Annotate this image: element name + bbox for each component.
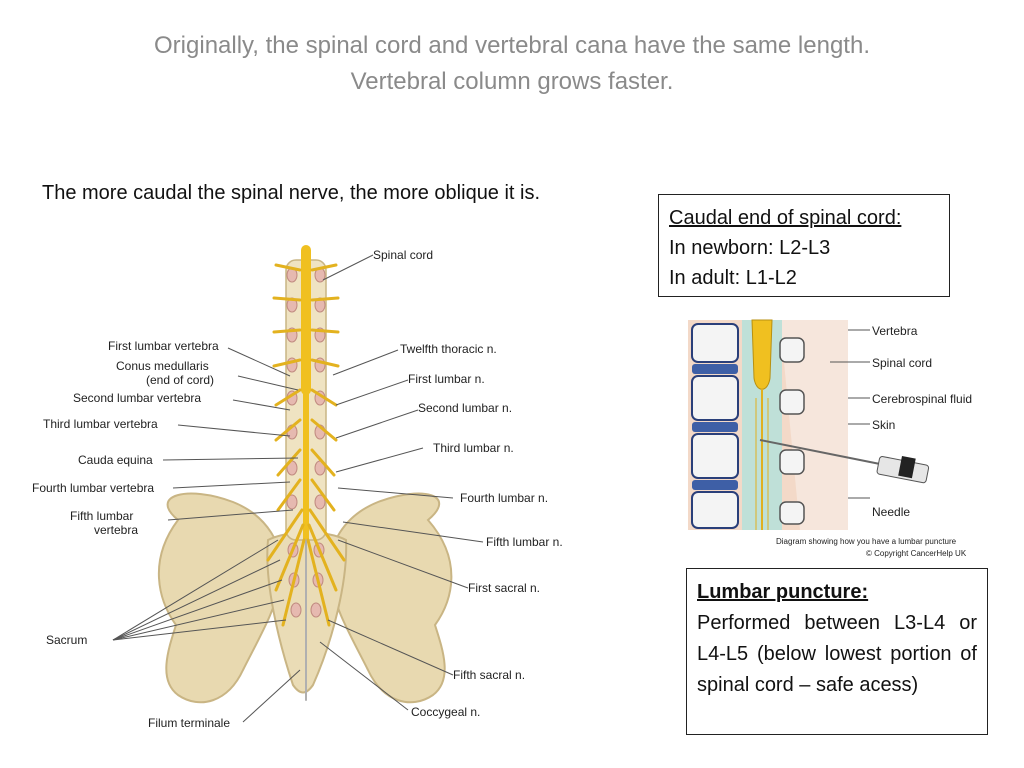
label-cauda-equina: Cauda equina <box>78 453 153 467</box>
label-fourth-lumbar-n: Fourth lumbar n. <box>460 491 548 505</box>
label-cerebrospinal-fluid: Cerebrospinal fluid <box>872 392 972 406</box>
label-end-of-cord: (end of cord) <box>146 373 214 387</box>
label-vertebra: vertebra <box>94 523 138 537</box>
caudal-end-adult: In adult: L1-L2 <box>669 267 797 289</box>
label-conus-medullaris: Conus medullaris <box>116 359 209 373</box>
label-fifth-sacral-n: Fifth sacral n. <box>453 668 525 682</box>
label-spinal-cord: Spinal cord <box>373 248 433 262</box>
caudal-end-heading: Caudal end of spinal cord: <box>669 207 902 229</box>
label-first-sacral-n: First sacral n. <box>468 581 540 595</box>
caudal-end-box: Caudal end of spinal cord: In newborn: L… <box>658 194 950 297</box>
lumbar-puncture-body: Performed between L3-L4 or L4-L5 (below … <box>697 612 977 696</box>
caudal-end-newborn: In newborn: L2-L3 <box>669 237 831 259</box>
label-filum-terminale: Filum terminale <box>148 716 230 730</box>
label-fourth-lumbar-vertebra: Fourth lumbar vertebra <box>32 481 154 495</box>
label-coccygeal-n: Coccygeal n. <box>411 705 480 719</box>
label-sacrum: Sacrum <box>46 633 87 647</box>
spinal-cord-diagram: First lumbar vertebra Conus medullaris (… <box>32 245 563 730</box>
label-vertebra-puncture: Vertebra <box>872 324 918 338</box>
title-line-1: Originally, the spinal cord and vertebra… <box>154 32 870 59</box>
label-fifth-lumbar: Fifth lumbar <box>70 509 133 523</box>
puncture-anatomy <box>688 319 848 530</box>
needle-syringe <box>759 439 930 484</box>
spinal-cord-nerves <box>266 245 346 701</box>
label-second-lumbar-n: Second lumbar n. <box>418 401 512 415</box>
lumbar-puncture-box: Lumbar puncture: Performed between L3-L4… <box>686 568 988 735</box>
label-spinal-cord-puncture: Spinal cord <box>872 356 932 370</box>
title-line-2: Vertebral column grows faster. <box>350 68 674 95</box>
label-fifth-lumbar-n: Fifth lumbar n. <box>486 535 563 549</box>
label-first-lumbar-vertebra: First lumbar vertebra <box>108 339 219 353</box>
slide-title: Originally, the spinal cord and vertebra… <box>0 28 1024 100</box>
puncture-caption: Diagram showing how you have a lumbar pu… <box>776 537 957 546</box>
label-second-lumbar-vertebra: Second lumbar vertebra <box>73 391 201 405</box>
label-skin: Skin <box>872 418 895 432</box>
label-third-lumbar-vertebra: Third lumbar vertebra <box>43 417 158 431</box>
subtitle: The more caudal the spinal nerve, the mo… <box>42 182 541 204</box>
label-first-lumbar-n: First lumbar n. <box>408 372 485 386</box>
puncture-credit: © Copyright CancerHelp UK <box>866 549 967 558</box>
label-twelfth-thoracic-n: Twelfth thoracic n. <box>400 342 497 356</box>
lumbar-puncture-heading: Lumbar puncture: <box>697 581 869 603</box>
label-needle: Needle <box>872 505 910 519</box>
lumbar-puncture-diagram: Vertebra Spinal cord Cerebrospinal fluid… <box>688 319 972 558</box>
label-third-lumbar-n: Third lumbar n. <box>433 441 514 455</box>
